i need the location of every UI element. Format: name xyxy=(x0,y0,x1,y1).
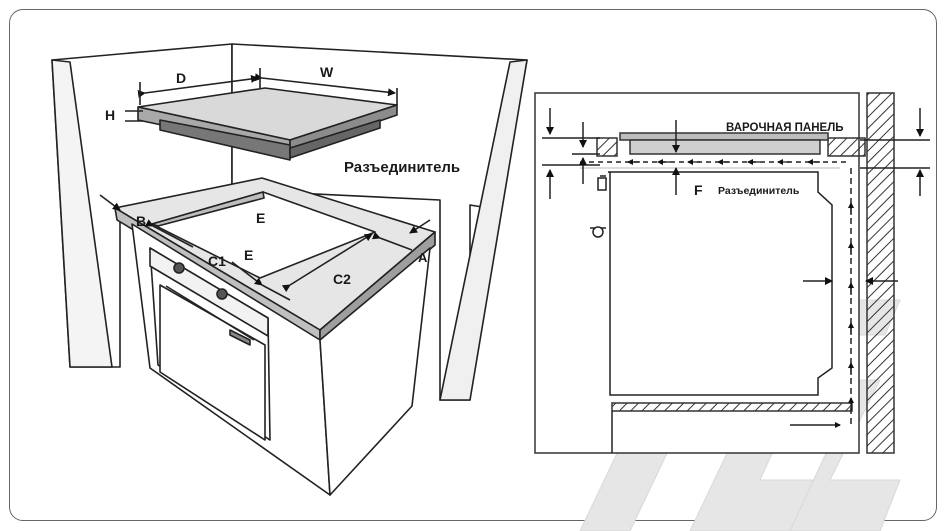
label-hob: ВАРОЧНАЯ ПАНЕЛЬ xyxy=(726,122,844,134)
hob-panel xyxy=(619,132,829,141)
label-separator-left: Разъединитель xyxy=(344,159,460,176)
left-diagram xyxy=(51,43,528,496)
label-b: B xyxy=(136,213,146,229)
label-d: D xyxy=(176,70,186,86)
label-separator-right: Разъединитель xyxy=(718,185,800,197)
oven-outline xyxy=(608,171,833,396)
bottom-shelf xyxy=(611,402,853,412)
label-h: H xyxy=(105,107,115,123)
label-e-top: E xyxy=(256,210,265,226)
wall-hatched xyxy=(866,92,895,454)
countertop-left xyxy=(596,137,618,157)
label-c1: C1 xyxy=(208,253,226,269)
countertop-right xyxy=(827,137,866,157)
right-wall-side xyxy=(439,59,528,401)
left-wall-side xyxy=(51,59,113,368)
label-a: A xyxy=(418,250,428,265)
label-f: F xyxy=(694,182,703,198)
hob-body xyxy=(629,139,821,155)
label-c2: C2 xyxy=(333,271,351,287)
right-diagram xyxy=(534,92,930,454)
label-e-mid: E xyxy=(244,247,253,263)
label-w: W xyxy=(320,64,334,80)
cabinet xyxy=(114,177,436,496)
